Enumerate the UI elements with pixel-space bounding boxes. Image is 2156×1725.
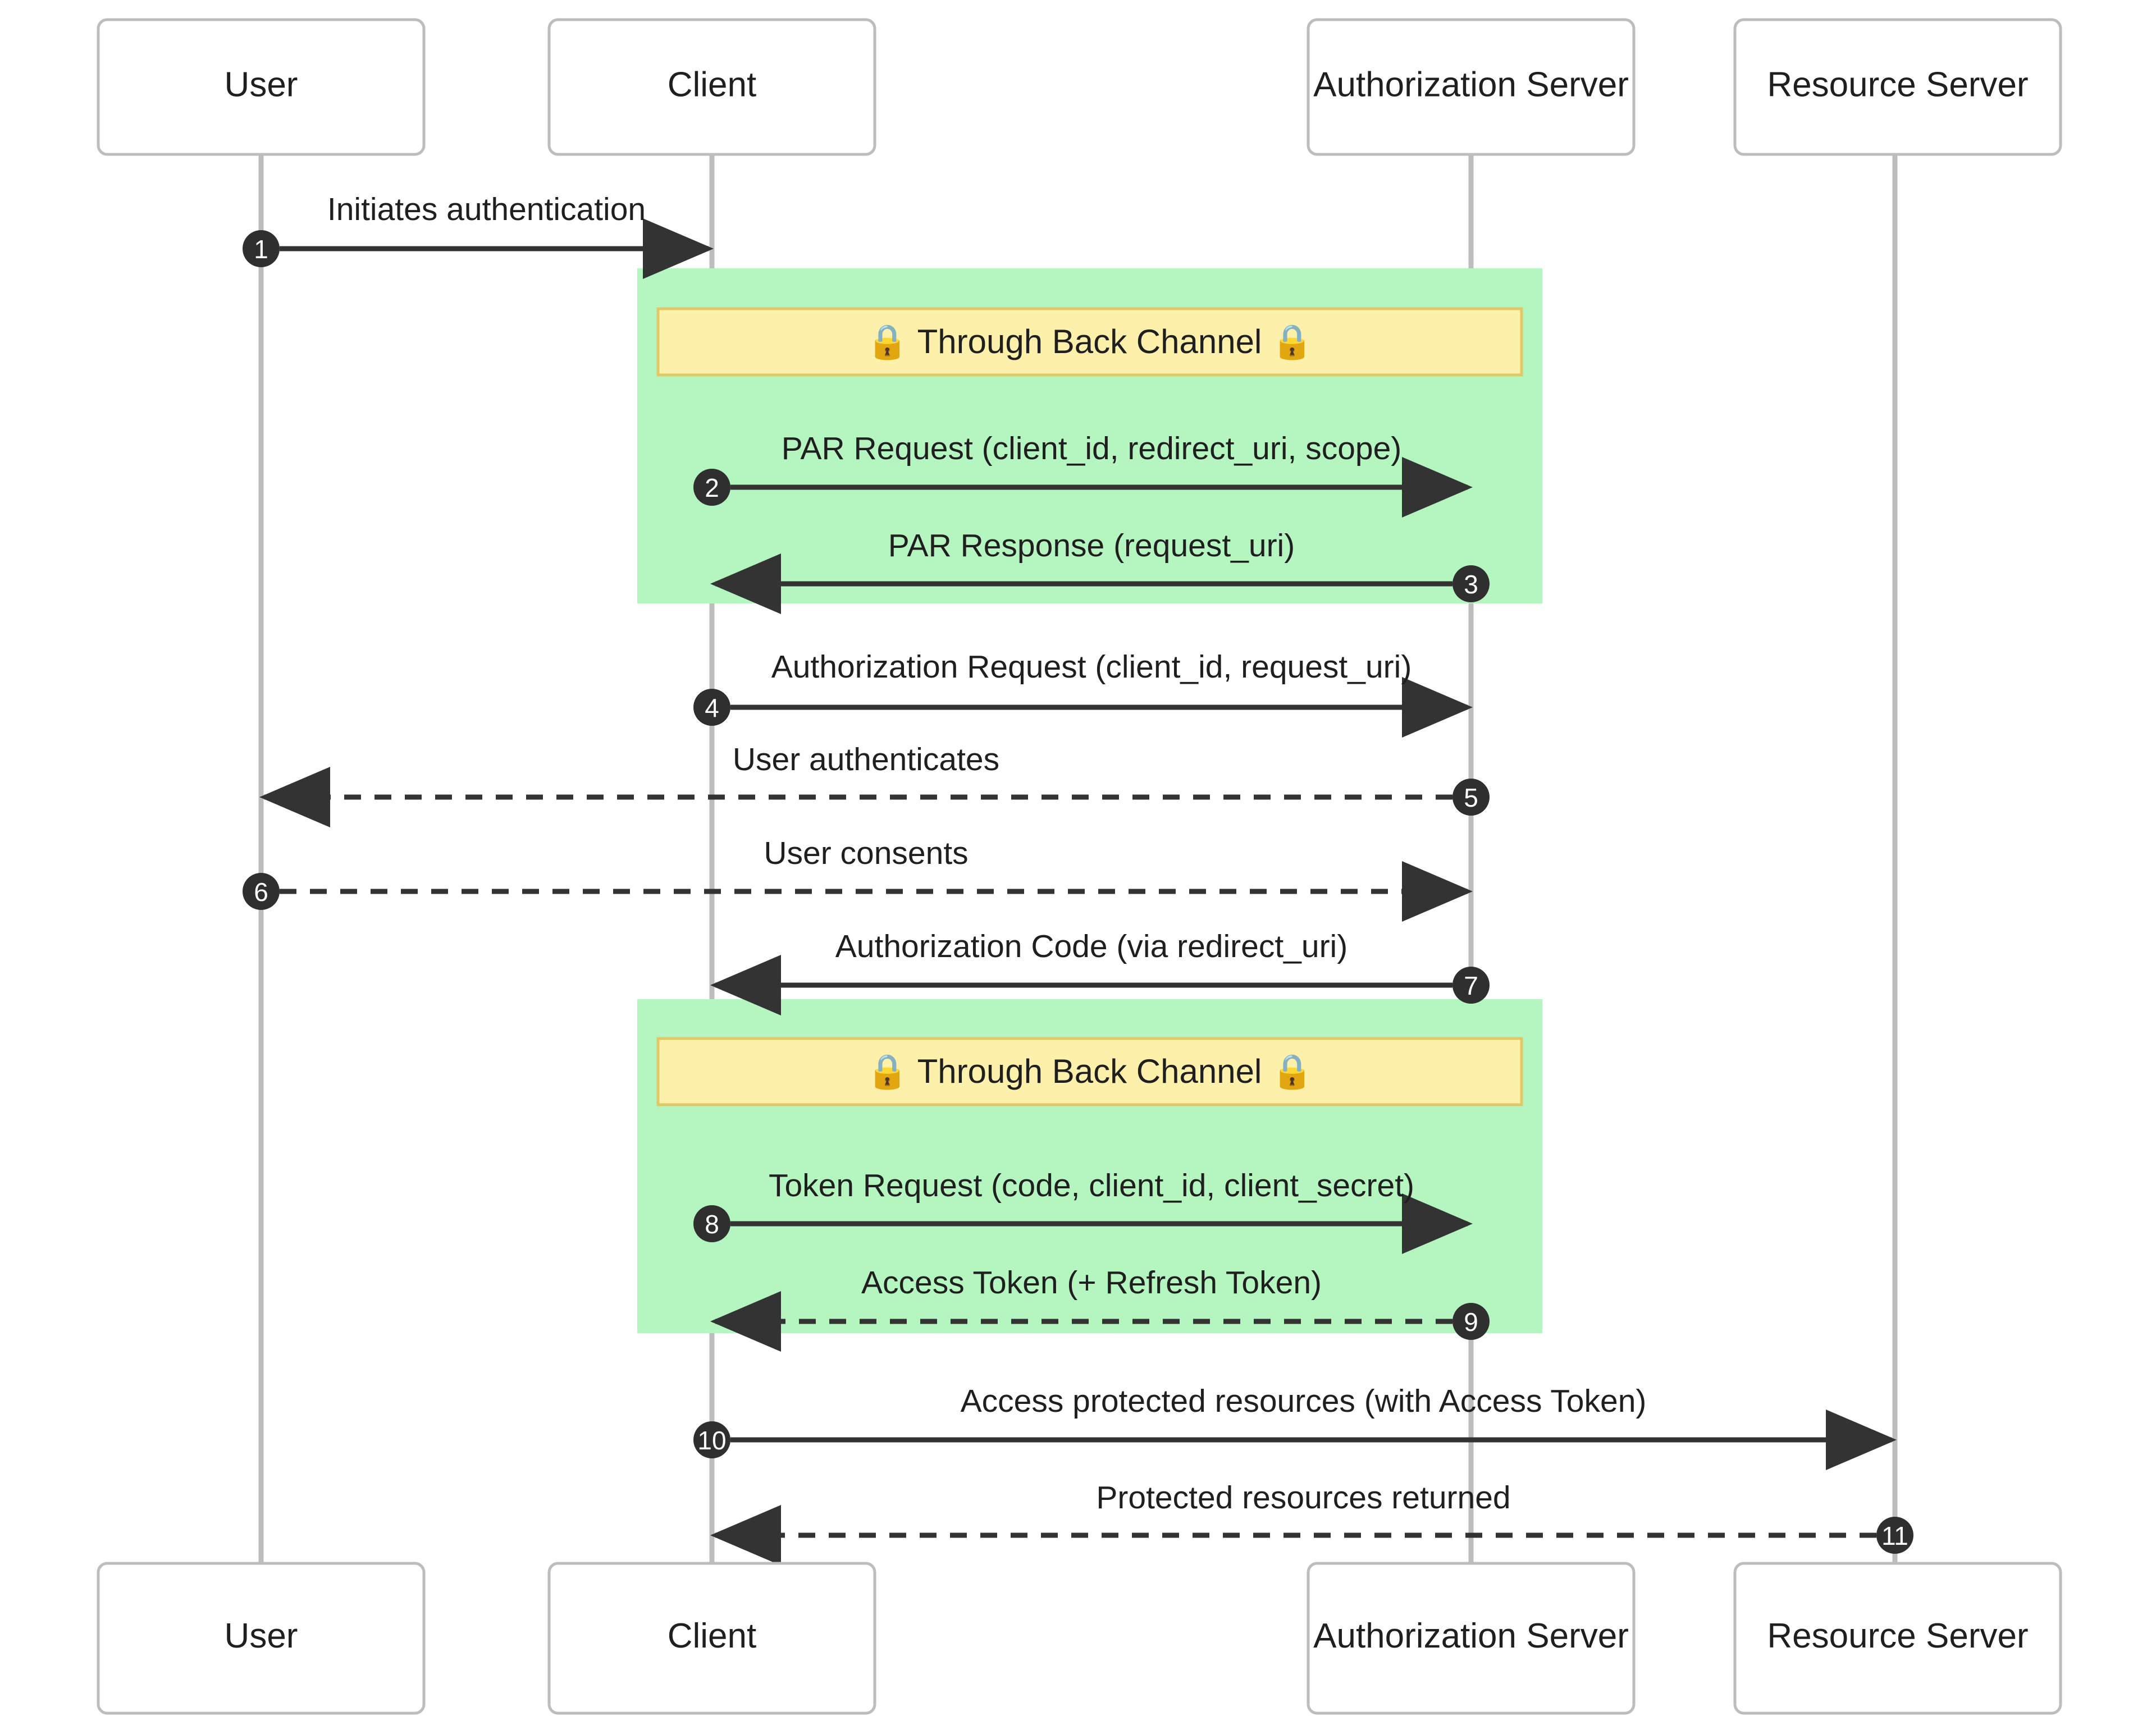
note-background — [656, 307, 1523, 377]
sequence-badge-3: 3 — [1452, 565, 1490, 602]
participant-user-top[interactable]: User — [97, 18, 426, 156]
message-1: Initiates authentication 1 — [243, 191, 714, 279]
sequence-badge-7: 7 — [1452, 967, 1490, 1004]
sequence-badge-number: 10 — [697, 1426, 726, 1455]
message-label-6: User consents — [764, 835, 968, 871]
note-label: 🔒 Through Back Channel 🔒 — [866, 1053, 1313, 1091]
participant-box[interactable] — [1307, 1562, 1636, 1715]
sequence-badge-number: 1 — [254, 235, 268, 264]
note-background — [656, 1037, 1523, 1106]
sequence-badge-number: 7 — [1464, 971, 1478, 1000]
sequence-badge-circle — [693, 689, 730, 726]
message-label-3: PAR Response (request_uri) — [888, 528, 1295, 564]
participant-label: Resource Server — [1767, 65, 2028, 104]
participant-label: User — [225, 65, 298, 104]
participant-as-bottom[interactable]: Authorization Server — [1307, 1562, 1636, 1715]
message-6: User consents 6 — [243, 835, 1473, 922]
sequence-badge-circle — [693, 1421, 730, 1458]
participant-label: Authorization Server — [1313, 65, 1629, 104]
message-5: User authenticates 5 — [259, 742, 1490, 827]
participant-box[interactable] — [1307, 18, 1636, 156]
participant-user-bottom[interactable]: User — [97, 1562, 426, 1715]
sequence-badge-number: 6 — [254, 877, 268, 907]
sequence-badge-circle — [1452, 967, 1490, 1004]
sequence-badge-number: 9 — [1464, 1307, 1478, 1337]
message-11: Protected resources returned 11 — [710, 1480, 1913, 1566]
sequence-badge-11: 11 — [1876, 1517, 1913, 1554]
sequence-badge-2: 2 — [693, 469, 730, 506]
participant-client-top[interactable]: Client — [547, 18, 876, 156]
note-label: 🔒 Through Back Channel 🔒 — [866, 323, 1313, 361]
note-back-channel-1: 🔒 Through Back Channel 🔒 — [656, 307, 1523, 377]
participant-box[interactable] — [97, 1562, 426, 1715]
sequence-badge-10: 10 — [693, 1421, 730, 1458]
sequence-badge-circle — [243, 873, 280, 910]
message-2: PAR Request (client_id, redirect_uri, sc… — [693, 431, 1473, 518]
sequence-badge-circle — [693, 469, 730, 506]
participant-as-top[interactable]: Authorization Server — [1307, 18, 1636, 156]
message-7: Authorization Code (via redirect_uri) 7 — [710, 928, 1490, 1015]
sequence-badge-circle — [243, 230, 280, 267]
message-label-2: PAR Request (client_id, redirect_uri, sc… — [782, 431, 1402, 466]
participant-label: Resource Server — [1767, 1617, 2028, 1655]
message-10: Access protected resources (with Access … — [693, 1383, 1897, 1470]
sequence-badge-number: 8 — [705, 1210, 719, 1239]
sequence-badge-number: 11 — [1881, 1521, 1908, 1550]
message-label-9: Access Token (+ Refresh Token) — [861, 1265, 1322, 1301]
message-4: Authorization Request (client_id, reques… — [693, 649, 1473, 738]
participant-rs-bottom[interactable]: Resource Server — [1733, 1562, 2062, 1715]
sequence-badge-number: 2 — [705, 473, 719, 502]
sequence-badge-number: 5 — [1464, 783, 1478, 812]
participant-label: User — [225, 1617, 298, 1655]
message-label-7: Authorization Code (via redirect_uri) — [835, 928, 1347, 964]
sequence-badge-circle — [1452, 565, 1490, 602]
message-label-1: Initiates authentication — [327, 191, 646, 227]
participant-rs-top[interactable]: Resource Server — [1733, 18, 2062, 156]
notes-layer: 🔒 Through Back Channel 🔒 🔒 Through Back C… — [656, 307, 1523, 1106]
message-label-8: Token Request (code, client_id, client_s… — [769, 1168, 1414, 1204]
participant-box[interactable] — [1733, 18, 2062, 156]
sequence-badge-circle — [1452, 779, 1490, 816]
sequence-badge-circle — [1876, 1517, 1913, 1554]
participant-box[interactable] — [547, 18, 876, 156]
sequence-badge-8: 8 — [693, 1205, 730, 1242]
sequence-badge-1: 1 — [243, 230, 280, 267]
sequence-badge-number: 3 — [1464, 570, 1478, 599]
message-9: Access Token (+ Refresh Token) 9 — [710, 1265, 1490, 1352]
participant-box[interactable] — [1733, 1562, 2062, 1715]
participant-label: Authorization Server — [1313, 1617, 1629, 1655]
message-label-11: Protected resources returned — [1096, 1480, 1510, 1516]
message-3: PAR Response (request_uri) 3 — [710, 528, 1490, 614]
participant-box[interactable] — [547, 1562, 876, 1715]
participant-label: Client — [668, 65, 757, 104]
participant-client-bottom[interactable]: Client — [547, 1562, 876, 1715]
participant-box[interactable] — [97, 18, 426, 156]
message-label-4: Authorization Request (client_id, reques… — [771, 649, 1412, 685]
sequence-badge-number: 4 — [705, 693, 719, 722]
message-8: Token Request (code, client_id, client_s… — [693, 1168, 1473, 1254]
message-label-10: Access protected resources (with Access … — [961, 1383, 1647, 1419]
sequence-badge-circle — [693, 1205, 730, 1242]
sequence-badge-6: 6 — [243, 873, 280, 910]
sequence-badge-9: 9 — [1452, 1303, 1490, 1340]
note-back-channel-2: 🔒 Through Back Channel 🔒 — [656, 1037, 1523, 1106]
sequence-badge-4: 4 — [693, 689, 730, 726]
participant-label: Client — [668, 1617, 757, 1655]
message-label-5: User authenticates — [733, 742, 999, 777]
sequence-badge-5: 5 — [1452, 779, 1490, 816]
sequence-badge-circle — [1452, 1303, 1490, 1340]
